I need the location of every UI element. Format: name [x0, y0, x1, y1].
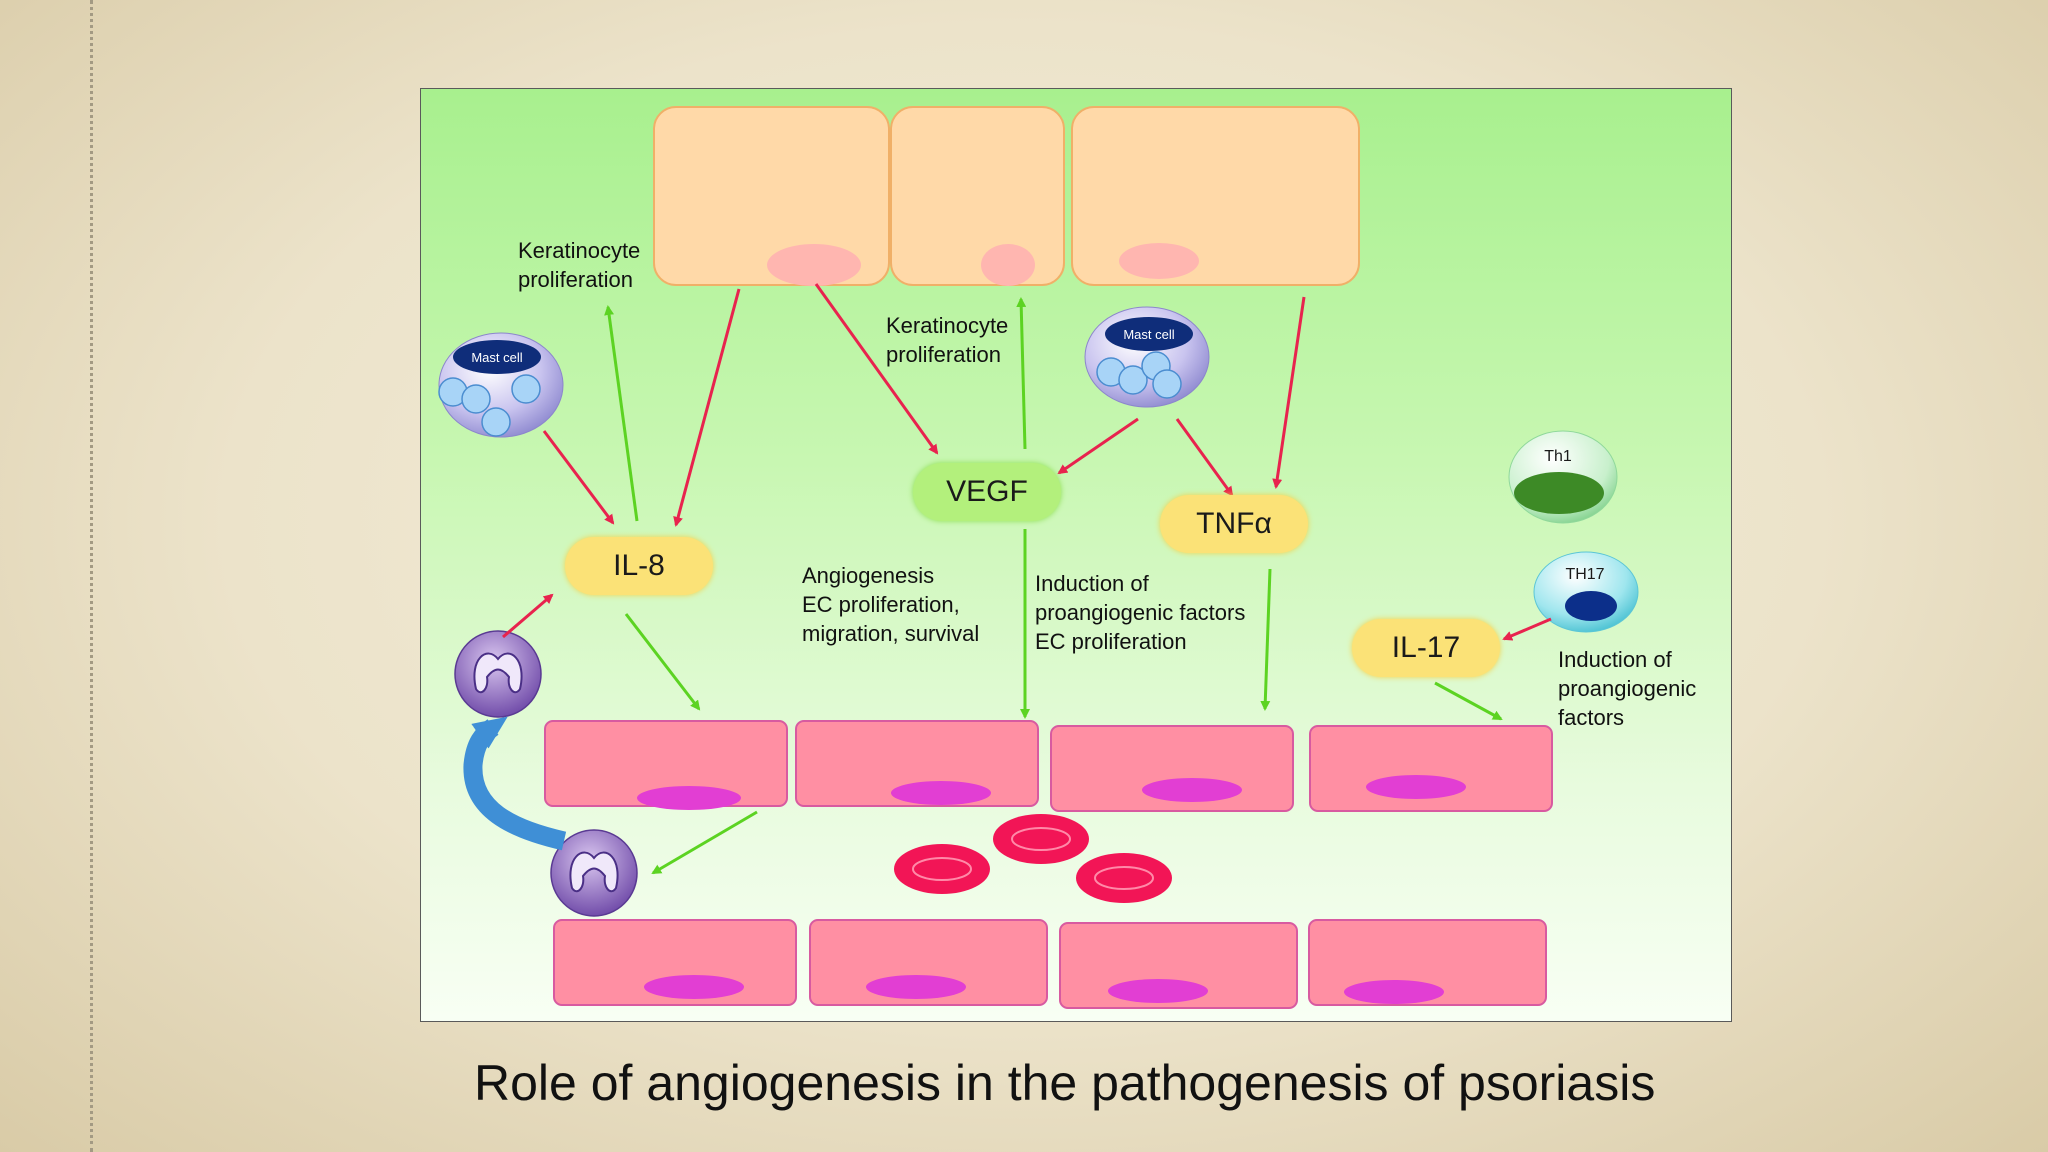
keratinocyte-cell — [1071, 106, 1360, 286]
neutrophil-upper — [454, 630, 542, 718]
mast-cell-center — [1084, 306, 1210, 408]
notebook-margin-line — [90, 0, 93, 1152]
neutrophil-recruitment-arrow — [463, 716, 567, 851]
tnfa-chip: TNFα — [1160, 495, 1308, 553]
keratinocyte-proliferation-label-left: Keratinocyte proliferation — [518, 238, 641, 292]
keratinocyte-nucleus — [981, 244, 1035, 286]
keratinocyte-proliferation-label-center: Keratinocyte proliferation — [886, 313, 1009, 367]
diagram-graphics: Mast cell Mast cell Th1 TH17 — [438, 106, 1639, 1009]
neutrophil-lower — [550, 829, 638, 917]
il17-chip: IL-17 — [1352, 619, 1500, 677]
induction-proangiogenic-label-center: Induction of proangiogenic factors EC pr… — [1035, 571, 1246, 654]
mast-cell-left — [438, 332, 564, 438]
th17-label: TH17 — [1565, 566, 1604, 583]
vegf-chip: VEGF — [913, 463, 1061, 521]
red-blood-cell — [993, 814, 1089, 864]
red-blood-cell — [894, 844, 990, 894]
red-blood-cells — [894, 814, 1172, 903]
th17-cell — [1533, 551, 1639, 633]
endothelial-nucleus — [1142, 778, 1242, 802]
endothelial-nucleus — [644, 975, 744, 999]
induction-proangiogenic-label-right: Induction of proangiogenic factors — [1558, 647, 1697, 730]
effect-arrows — [604, 297, 1503, 875]
keratinocyte-cell — [890, 106, 1065, 286]
endothelial-nucleus — [1344, 980, 1444, 1004]
th1-label: Th1 — [1544, 448, 1572, 465]
mast-cell-left-label: Mast cell — [471, 350, 522, 365]
keratinocyte-cell — [653, 106, 890, 286]
endothelial-nucleus — [891, 781, 991, 805]
endothelial-nucleus — [1108, 979, 1208, 1003]
endothelial-nucleus — [866, 975, 966, 999]
endothelial-nucleus — [1366, 775, 1466, 799]
keratinocyte-nucleus — [1119, 243, 1199, 279]
keratinocyte-nucleus — [767, 244, 861, 286]
endothelial-row-lower — [553, 919, 1547, 1009]
mast-cell-center-label: Mast cell — [1123, 327, 1174, 342]
th1-cell — [1508, 430, 1618, 524]
angiogenesis-effects-label: Angiogenesis EC proliferation, migration… — [802, 563, 980, 646]
endothelial-cell — [795, 720, 1039, 807]
angiogenesis-diagram: Mast cell Mast cell Th1 TH17 IL-8 VEGF T… — [420, 88, 1732, 1022]
stimulating-arrows — [502, 283, 1552, 641]
red-blood-cell — [1076, 853, 1172, 903]
il8-chip: IL-8 — [565, 537, 713, 595]
endothelial-nucleus — [637, 786, 741, 810]
slide-caption: Role of angiogenesis in the pathogenesis… — [474, 1055, 1656, 1111]
endothelial-row-upper — [544, 720, 1553, 812]
keratinocyte-layer — [653, 106, 1360, 286]
